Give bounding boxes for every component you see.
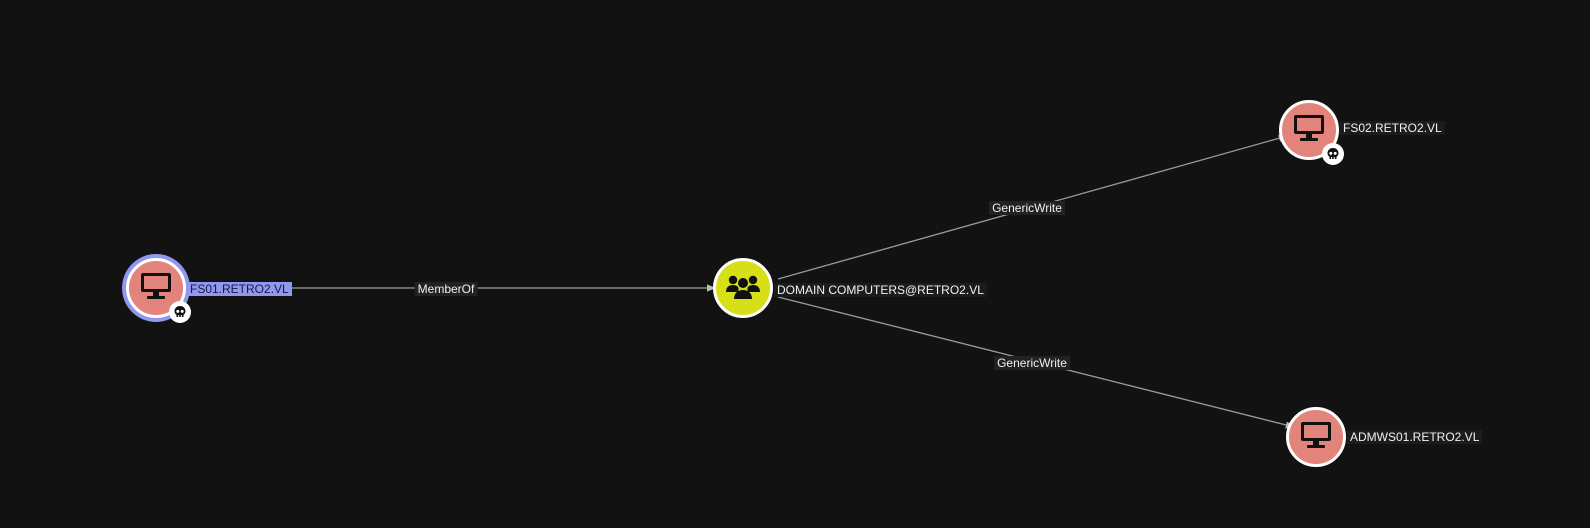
node-fs01[interactable] (126, 258, 191, 323)
node-fs02[interactable] (1279, 100, 1344, 165)
computer-icon (1299, 420, 1333, 455)
edge-label-genericwrite-fs02[interactable]: GenericWrite (989, 201, 1065, 215)
skull-icon (169, 301, 191, 323)
computer-icon (139, 271, 173, 306)
skull-icon (1322, 143, 1344, 165)
node-label-domain-computers[interactable]: DOMAIN COMPUTERS@RETRO2.VL (774, 283, 987, 297)
node-label-fs01[interactable]: FS01.RETRO2.VL (187, 282, 292, 296)
node-label-fs02[interactable]: FS02.RETRO2.VL (1340, 121, 1445, 135)
node-admws01[interactable] (1286, 407, 1346, 467)
group-icon (724, 272, 762, 305)
computer-icon (1292, 113, 1326, 148)
edge-label-genericwrite-admws01[interactable]: GenericWrite (994, 356, 1070, 370)
node-domain-computers[interactable] (713, 258, 773, 318)
edge-label-memberof[interactable]: MemberOf (414, 282, 478, 296)
node-label-admws01[interactable]: ADMWS01.RETRO2.VL (1347, 430, 1483, 444)
